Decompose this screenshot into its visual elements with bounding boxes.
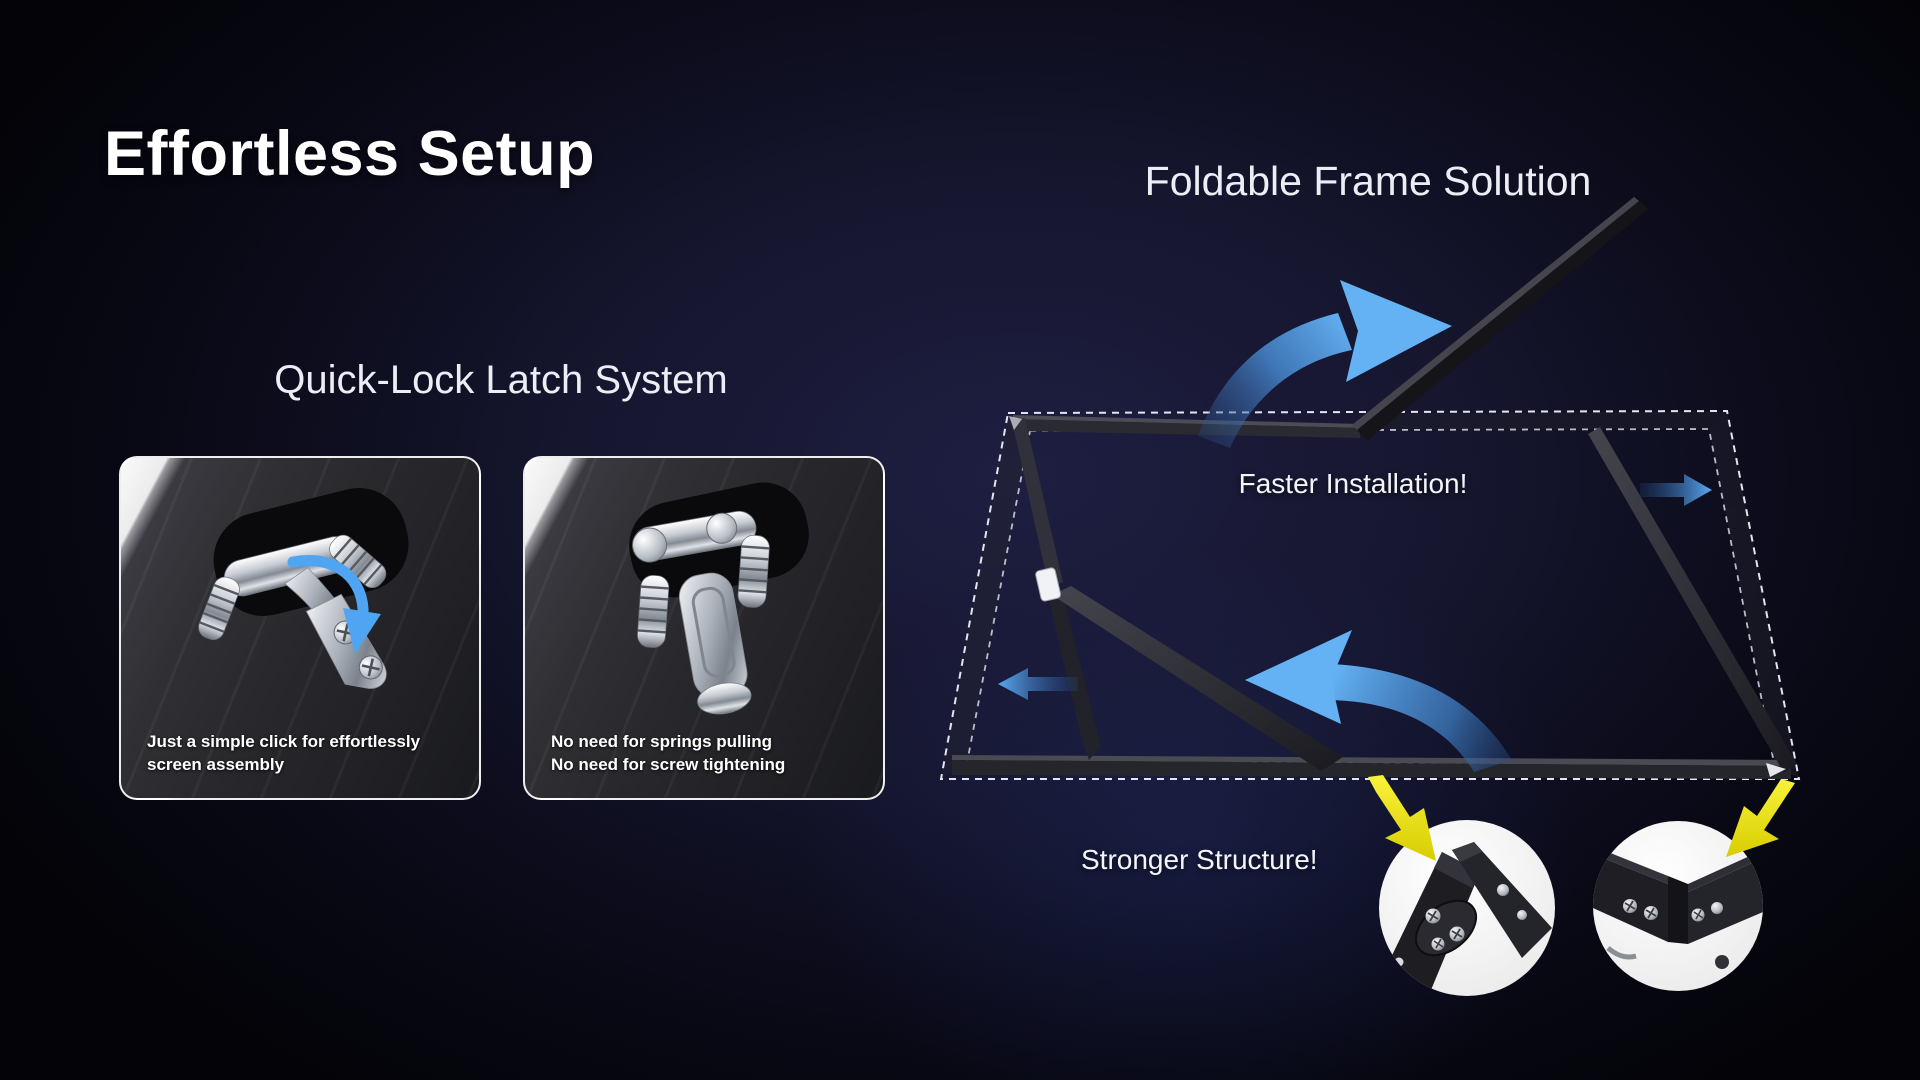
yellow-arrow-right-icon [1726,779,1795,857]
click-arrow-icon [287,555,381,654]
frame-rising-bar [1357,201,1648,441]
frame-ghost-bars [941,411,1799,779]
faster-installation-label: Faster Installation! [1238,468,1468,499]
frame-bottom-bar [952,760,1791,779]
small-arrow-right-icon [1640,474,1712,506]
frame-left-fold-bar [1012,418,1063,588]
latch-card-caption: No need for springs pulling No need for … [551,732,786,774]
frame-dashed-outline-outer [939,409,1801,780]
unfold-arrow-left-icon [1245,630,1512,772]
latch-closed-illustration [629,482,809,715]
frame-section-heading: Foldable Frame Solution [1144,158,1592,204]
page-title: Effortless Setup [104,119,596,189]
frame-right-bar [1588,427,1797,773]
hinge-plate [1035,567,1062,602]
latch-section-heading: Quick-Lock Latch System [274,358,728,402]
frame-top-bar [1013,419,1360,438]
latch-card-caption: Just a simple click for effortlessly scr… [147,732,421,774]
latch-card-open: Just a simple click for effortlessly scr… [119,456,481,800]
corner-glint [1766,763,1786,777]
unfold-arrow-up-icon [1198,280,1452,448]
frame-diagonal-bar [1052,586,1343,771]
latch-cards: Just a simple click for effortlessly scr… [119,456,885,800]
frame-blade-piece [1047,588,1101,760]
latch-card-closed: No need for springs pulling No need for … [523,456,885,800]
corner-detail-circle-right [1593,821,1763,991]
yellow-arrow-left-icon [1368,775,1436,861]
stronger-structure-label: Stronger Structure! [1081,844,1318,875]
corner-detail-circle-left [1379,820,1555,996]
closed-latch-hardware [632,510,770,715]
latch-open-illustration [198,488,409,689]
small-arrow-left-icon [998,668,1078,700]
